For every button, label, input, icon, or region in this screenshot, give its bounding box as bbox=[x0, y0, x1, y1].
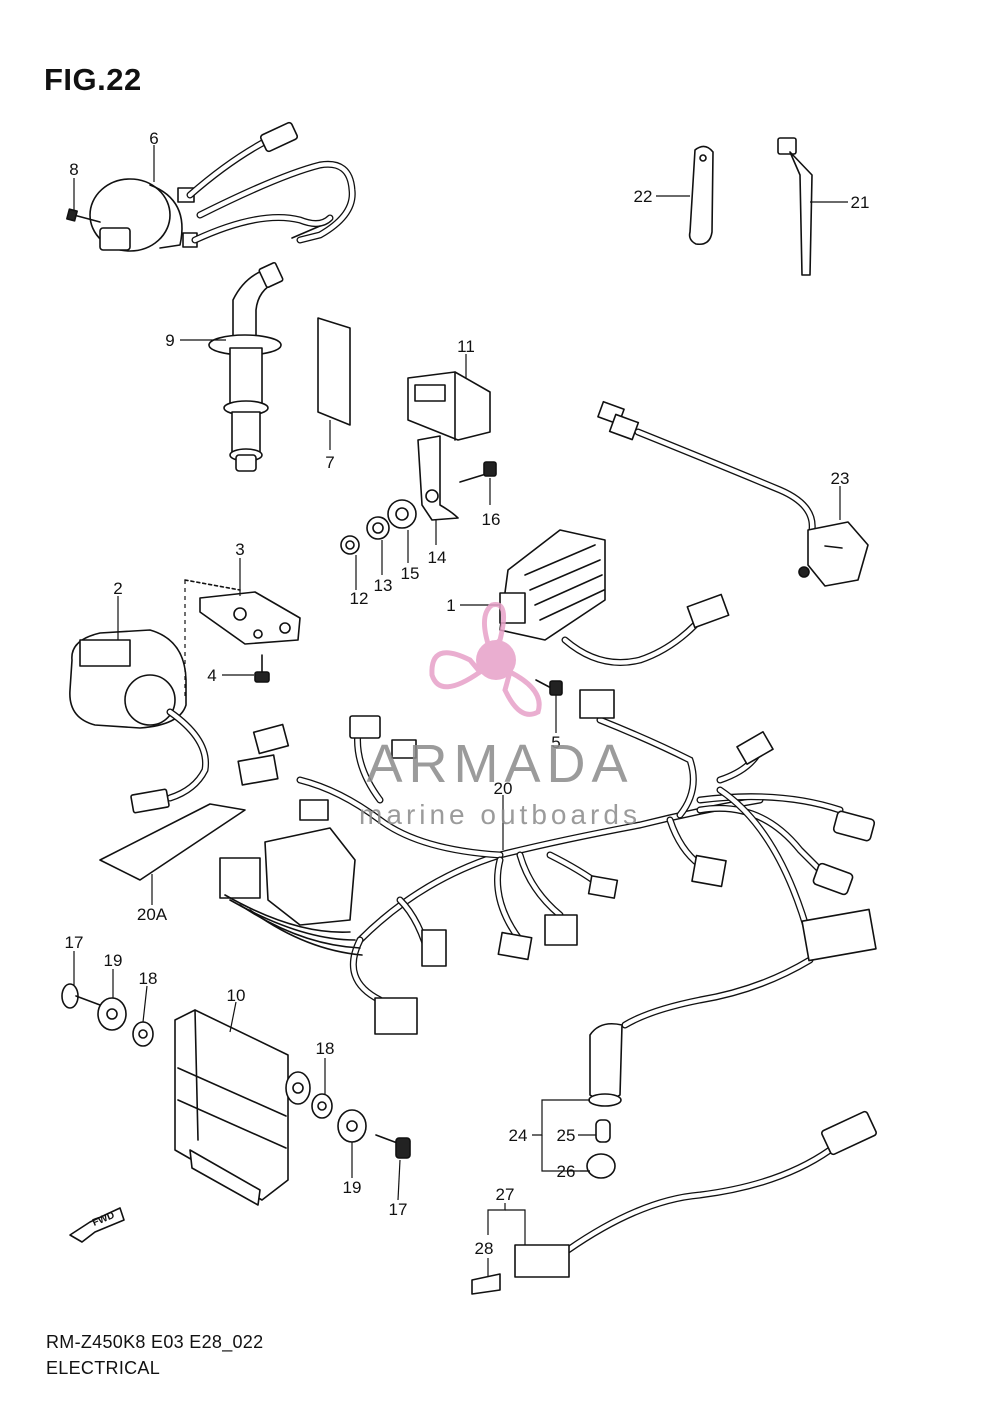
callout-labels: 6 8 9 7 11 16 14 12 13 15 22 21 23 1 2 3… bbox=[65, 129, 870, 1258]
bolt-5 bbox=[535, 679, 563, 696]
callout-5: 5 bbox=[551, 733, 560, 752]
wire-clamp bbox=[688, 145, 714, 246]
callout-28: 28 bbox=[475, 1239, 494, 1258]
callout-15: 15 bbox=[401, 564, 420, 583]
callout-19-right: 19 bbox=[343, 1178, 362, 1197]
bolt-8 bbox=[66, 208, 101, 223]
bolt-16 bbox=[459, 461, 497, 483]
insulation-pad bbox=[317, 317, 351, 426]
callout-19-left: 19 bbox=[104, 951, 123, 970]
grommet-19-right bbox=[337, 1109, 367, 1143]
fuse-harness bbox=[471, 1110, 877, 1295]
wiring-harness bbox=[219, 689, 877, 1035]
washer-18-right bbox=[311, 1093, 333, 1119]
spark-plug-cap bbox=[208, 261, 284, 472]
ecm-unit bbox=[174, 1009, 311, 1206]
bolt-17-left bbox=[61, 983, 101, 1009]
callout-18-left: 18 bbox=[139, 969, 158, 988]
sensor-23 bbox=[597, 400, 869, 587]
nut-12 bbox=[340, 535, 360, 555]
callout-1: 1 bbox=[446, 596, 455, 615]
grommet-15 bbox=[387, 499, 417, 529]
callout-9: 9 bbox=[165, 331, 174, 350]
regulator-rectifier bbox=[499, 529, 730, 666]
bracket-3 bbox=[184, 579, 301, 645]
leader-lines bbox=[73, 145, 848, 1276]
plug-cap-24 bbox=[586, 1022, 623, 1179]
callout-24: 24 bbox=[509, 1126, 528, 1145]
callout-11: 11 bbox=[457, 337, 475, 356]
propeller-logo-icon bbox=[429, 601, 542, 717]
ignition-coil bbox=[89, 121, 356, 252]
washer-18-left bbox=[132, 1021, 154, 1047]
callout-26: 26 bbox=[557, 1162, 576, 1181]
callout-22: 22 bbox=[634, 187, 653, 206]
callout-8: 8 bbox=[69, 160, 78, 179]
callout-13: 13 bbox=[374, 576, 393, 595]
callout-12: 12 bbox=[350, 589, 369, 608]
watermark-tagline: marine outboards bbox=[359, 799, 641, 830]
callout-14: 14 bbox=[428, 548, 447, 567]
callout-2: 2 bbox=[113, 579, 122, 598]
model-code: RM-Z450K8 E03 E28_022 bbox=[46, 1332, 264, 1352]
callout-18-right: 18 bbox=[316, 1039, 335, 1058]
watermark: ARMADA marine outboards bbox=[359, 601, 641, 830]
section-name: ELECTRICAL bbox=[46, 1358, 161, 1378]
grommet-19-left bbox=[97, 997, 127, 1031]
condenser-2 bbox=[69, 629, 210, 814]
figure-title: FIG.22 bbox=[44, 62, 142, 97]
callout-25: 25 bbox=[557, 1126, 576, 1145]
callout-23: 23 bbox=[831, 469, 850, 488]
callout-20a: 20A bbox=[137, 905, 168, 924]
callout-4: 4 bbox=[207, 666, 216, 685]
callout-6: 6 bbox=[149, 129, 158, 148]
fwd-arrow: FWD bbox=[69, 1207, 125, 1243]
bolt-17-right bbox=[375, 1134, 411, 1159]
pad-20a bbox=[99, 803, 246, 881]
callout-16: 16 bbox=[482, 510, 501, 529]
relay-11 bbox=[407, 371, 491, 441]
callout-21: 21 bbox=[851, 193, 870, 212]
cable-tie bbox=[777, 137, 813, 276]
callout-10: 10 bbox=[227, 986, 246, 1005]
bracket-14 bbox=[417, 435, 459, 521]
bolt-4 bbox=[254, 654, 270, 683]
callout-3: 3 bbox=[235, 540, 244, 559]
watermark-brand: ARMADA bbox=[366, 734, 633, 794]
callout-20: 20 bbox=[494, 779, 513, 798]
callout-27: 27 bbox=[496, 1185, 515, 1204]
callout-7: 7 bbox=[325, 453, 334, 472]
callout-17-right: 17 bbox=[389, 1200, 408, 1219]
washer-13 bbox=[366, 516, 390, 540]
callout-17-left: 17 bbox=[65, 933, 84, 952]
